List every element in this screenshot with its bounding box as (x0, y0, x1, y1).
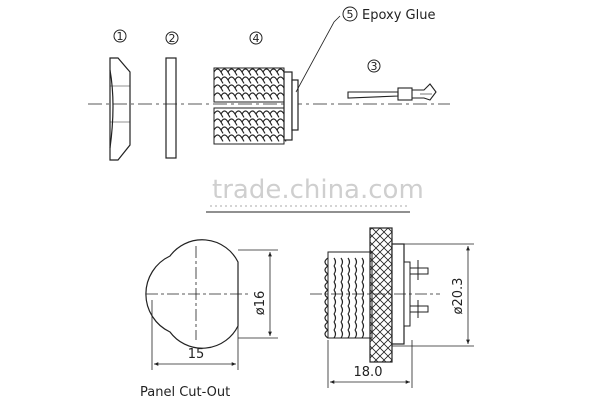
thread-crest (340, 313, 344, 323)
panel-cutout-caption: Panel Cut-Out (140, 385, 230, 400)
thread-crest (361, 321, 365, 331)
thread-crest (354, 257, 358, 267)
part-4-threaded-body (213, 67, 299, 145)
thread-crest (333, 313, 337, 323)
thread-crest (361, 257, 365, 267)
thread-crest (354, 329, 358, 339)
thread-crest (340, 257, 344, 267)
part-2-washer (165, 57, 177, 159)
thread-crest (361, 265, 365, 275)
thread-crest (248, 76, 259, 84)
part-1-hex-nut (109, 57, 131, 161)
panel-width-label: 15 (188, 347, 205, 362)
thread-crest (354, 305, 358, 315)
thread-crest (347, 305, 351, 315)
thread-crest (248, 84, 259, 92)
thread-crest (354, 297, 358, 307)
thread-crest (324, 265, 329, 275)
callout-3-number: 3 (371, 60, 378, 73)
panel-height-label: ø16 (253, 291, 268, 316)
callout-2: 2 (165, 31, 179, 45)
thread-crest (361, 297, 365, 307)
connector-length-dimension (327, 340, 413, 388)
thread-crest (333, 321, 337, 331)
thread-crest (333, 329, 337, 339)
thread-crest (248, 126, 259, 134)
thread-crest (333, 297, 337, 307)
thread-crest (347, 257, 351, 267)
epoxy-glue-label: Epoxy Glue (362, 8, 435, 23)
watermark-text: trade.china.com (212, 175, 424, 205)
thread-crest (248, 68, 259, 76)
connector-diameter-dimension (392, 243, 474, 347)
thread-crest (248, 110, 259, 118)
panel-width-dimension (151, 300, 239, 370)
thread-crest (324, 321, 329, 331)
connector-length-label: 18.0 (354, 365, 383, 380)
thread-crest (347, 313, 351, 323)
callout-5-number: 5 (347, 8, 354, 21)
thread-crest (248, 92, 259, 100)
callout-5: 5 Epoxy Glue (295, 6, 435, 93)
thread-crest (340, 297, 344, 307)
thread-crest (354, 273, 358, 283)
thread-crest (324, 297, 329, 307)
callout-1: 1 (113, 29, 127, 43)
part-3-contact-pin (347, 83, 437, 101)
thread-crest (347, 321, 351, 331)
callout-4-number: 4 (253, 32, 260, 45)
thread-crest (361, 313, 365, 323)
thread-crest (361, 329, 365, 339)
thread-crest (333, 257, 337, 267)
thread-crest (347, 273, 351, 283)
thread-crest (361, 305, 365, 315)
callout-3: 3 (367, 59, 381, 73)
thread-crest (354, 265, 358, 275)
thread-crest (324, 273, 329, 283)
thread-crest (361, 273, 365, 283)
thread-crest (340, 305, 344, 315)
thread-crest (248, 118, 259, 126)
callout-1-number: 1 (117, 30, 124, 43)
thread-crest (340, 329, 344, 339)
thread-crest (347, 289, 351, 299)
thread-crest (340, 265, 344, 275)
thread-crest (340, 273, 344, 283)
assembled-connector (310, 227, 440, 363)
thread-crest (347, 281, 351, 291)
thread-crest (347, 265, 351, 275)
panel-height-dimension (238, 249, 278, 339)
thread-crest (333, 273, 337, 283)
callout-4: 4 (249, 31, 263, 45)
connector-diameter-label: ø20.3 (451, 278, 466, 315)
thread-crest (324, 257, 329, 267)
thread-crest (248, 134, 259, 142)
thread-crest (333, 265, 337, 275)
thread-crest (324, 313, 329, 323)
thread-crest (340, 281, 344, 291)
callout-2-number: 2 (169, 32, 176, 45)
thread-crest (347, 329, 351, 339)
thread-crest (354, 281, 358, 291)
thread-crest (347, 297, 351, 307)
thread-crest (333, 281, 337, 291)
thread-crest (354, 321, 358, 331)
thread-crest (361, 281, 365, 291)
thread-crest (324, 281, 329, 291)
panel-cutout-shape (145, 239, 250, 349)
thread-crest (333, 305, 337, 315)
thread-crest (324, 305, 329, 315)
thread-crest (324, 329, 329, 339)
thread-crest (354, 313, 358, 323)
thread-crest (340, 321, 344, 331)
